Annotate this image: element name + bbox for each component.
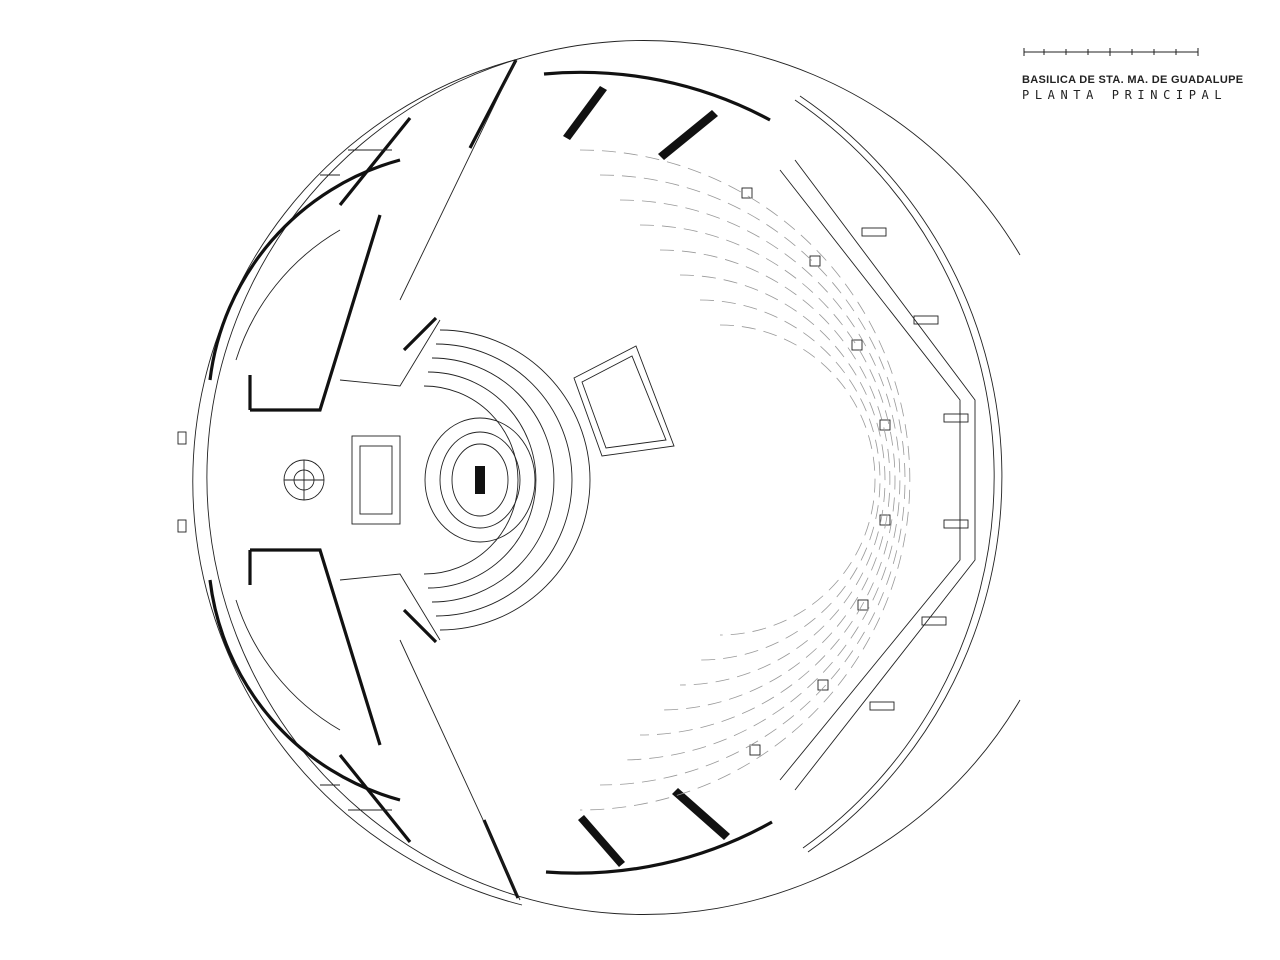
choir-box: [573, 345, 675, 457]
corridors: [339, 316, 441, 644]
outer-circle: [192, 40, 1021, 915]
scale-bar: [1023, 48, 1199, 56]
facade-arc: [779, 95, 1003, 853]
presbytery: [423, 329, 591, 631]
plan-subtitle: PLANTA PRINCIPAL: [1022, 88, 1228, 102]
seating-rows: [579, 149, 911, 811]
nave-slots: [563, 86, 891, 867]
lower-wing: [208, 548, 412, 844]
nave-walls: [399, 59, 773, 901]
plan-title: BASILICA DE STA. MA. DE GUADALUPE: [1022, 74, 1244, 86]
facade-piers: [861, 227, 969, 711]
upper-wing: [208, 116, 412, 412]
altar-block: [177, 431, 401, 533]
